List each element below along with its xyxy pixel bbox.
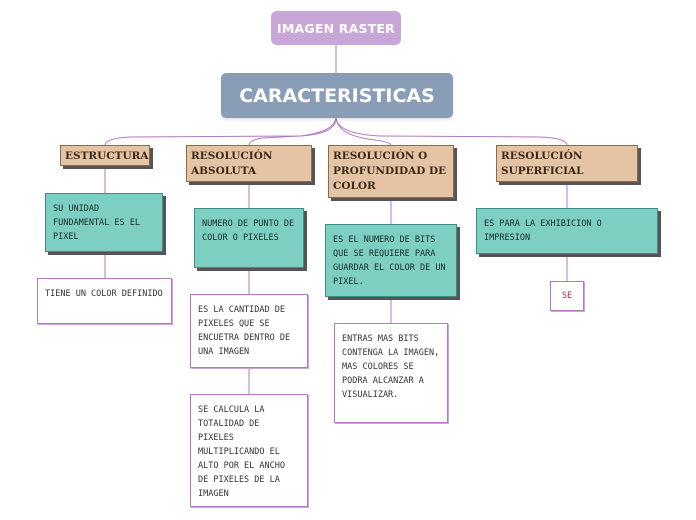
main-node-caracteristicas[interactable]: CARACTERISTICAS [221,73,453,118]
detail-unidad-fundamental[interactable]: SU UNIDAD FUNDAMENTAL ES EL PIXEL [45,193,163,252]
category-resolucion-profundidad-color[interactable]: RESOLUCIÓN O PROFUNDIDAD DE COLOR [328,145,454,198]
detail-numero-bits[interactable]: ES EL NUMERO DE BITS QUE SE REQUIERE PAR… [325,224,457,297]
detail-cantidad-pixeles[interactable]: ES LA CANTIDAD DE PIXELES QUE SE ENCUETR… [190,294,308,368]
detail-exhibicion-impresion[interactable]: ES PARA LA EXHIBICION O IMPRESION [476,208,658,254]
category-resolucion-superficial[interactable]: RESOLUCIÓN SUPERFICIAL [496,145,638,182]
category-estructura[interactable]: ESTRUCTURA [60,145,150,166]
detail-se[interactable]: SE [550,281,584,311]
detail-mas-bits[interactable]: ENTRAS MAS BITS CONTENGA LA IMAGEN, MAS … [334,323,448,423]
detail-color-definido[interactable]: TIENE UN COLOR DEFINIDO [37,278,172,324]
detail-calculo-totalidad[interactable]: SE CALCULA LA TOTALIDAD DE PIXELES MULTI… [190,394,308,507]
root-node-imagen-raster[interactable]: IMAGEN RASTER [271,11,401,45]
category-resolucion-absoluta[interactable]: RESOLUCIÓN ABSOLUTA [186,145,312,182]
detail-numero-puntos[interactable]: NUMERO DE PUNTO DE COLOR O PIXELES [194,208,304,268]
